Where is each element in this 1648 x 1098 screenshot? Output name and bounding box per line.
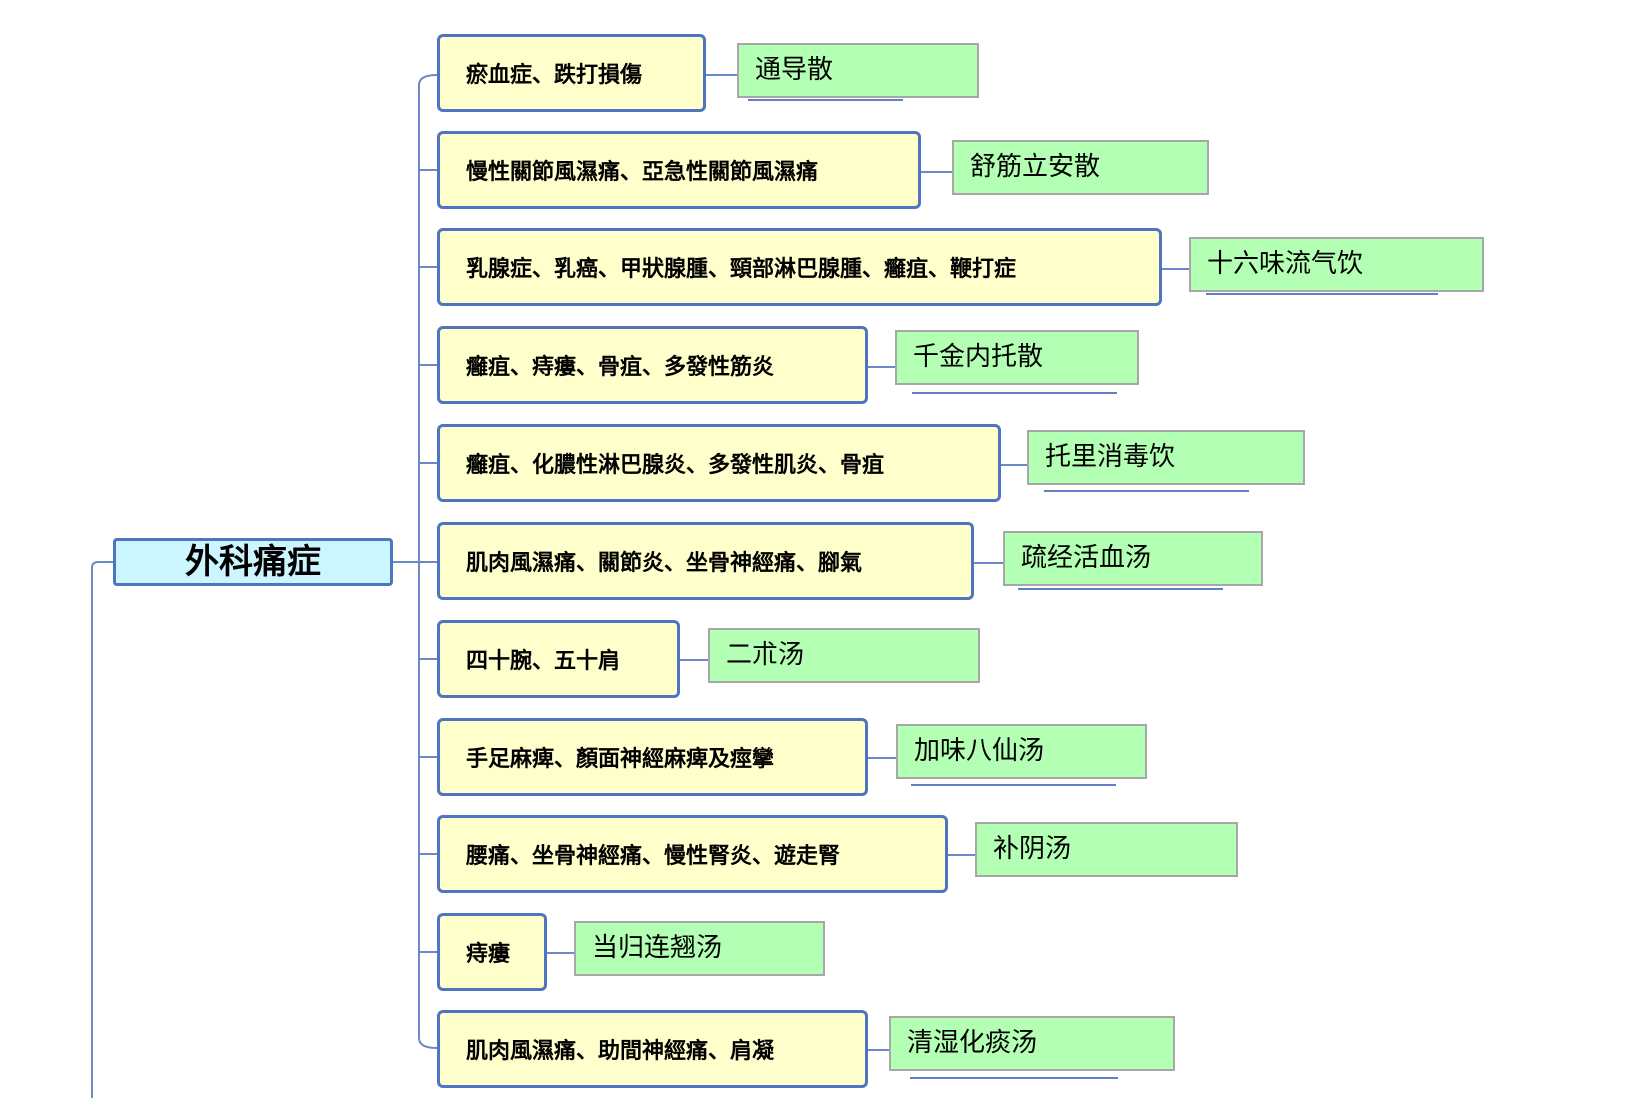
condition-node[interactable]: 腰痛、坐骨神經痛、慢性腎炎、遊走腎 [437, 815, 948, 893]
remedy-underline [910, 1077, 1118, 1079]
condition-node[interactable]: 癰疽、痔瘻、骨疽、多發性筋炎 [437, 326, 868, 404]
remedy-node[interactable]: 清湿化痰汤 [889, 1016, 1175, 1071]
condition-node[interactable]: 瘀血症、跌打損傷 [437, 34, 706, 112]
remedy-node[interactable]: 托里消毒饮 [1027, 430, 1305, 485]
remedy-underline [1206, 293, 1438, 295]
remedy-node[interactable]: 二朮汤 [708, 628, 980, 683]
condition-node[interactable]: 四十腕、五十肩 [437, 620, 680, 698]
remedy-node[interactable]: 疏经活血汤 [1003, 531, 1263, 586]
remedy-underline [911, 784, 1116, 786]
condition-node[interactable]: 肌肉風濕痛、助間神經痛、肩凝 [437, 1010, 868, 1088]
remedy-node[interactable]: 十六味流气饮 [1189, 237, 1484, 292]
remedy-node[interactable]: 舒筋立安散 [952, 140, 1209, 195]
remedy-underline [912, 392, 1117, 394]
remedy-node[interactable]: 当归连翘汤 [574, 921, 825, 976]
remedy-underline [1044, 490, 1249, 492]
remedy-node[interactable]: 千金内托散 [895, 330, 1139, 385]
condition-node[interactable]: 手足麻痺、顏面神經麻痺及痙攣 [437, 718, 868, 796]
remedy-node[interactable]: 加味八仙汤 [896, 724, 1147, 779]
root-node[interactable]: 外科痛症 [113, 538, 393, 586]
root-spine [91, 561, 113, 1098]
condition-node[interactable]: 痔瘻 [437, 913, 547, 991]
condition-node[interactable]: 癰疽、化膿性淋巴腺炎、多發性肌炎、骨疽 [437, 424, 1001, 502]
condition-node[interactable]: 肌肉風濕痛、關節炎、坐骨神經痛、腳氣 [437, 522, 974, 600]
remedy-node[interactable]: 补阴汤 [975, 822, 1238, 877]
condition-node[interactable]: 乳腺症、乳癌、甲狀腺腫、頸部淋巴腺腫、癰疽、鞭打症 [437, 228, 1162, 306]
remedy-node[interactable]: 通导散 [737, 43, 979, 98]
condition-node[interactable]: 慢性關節風濕痛、亞急性關節風濕痛 [437, 131, 921, 209]
remedy-underline [748, 99, 903, 101]
remedy-underline [1018, 588, 1223, 590]
